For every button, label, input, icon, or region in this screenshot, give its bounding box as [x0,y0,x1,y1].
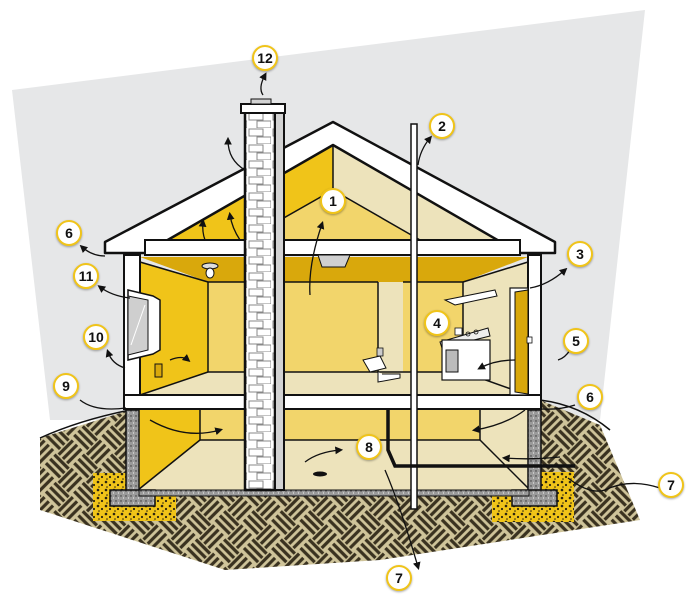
callout-5: 5 [563,328,589,354]
range-hood [443,289,498,306]
electrical-outlet [154,363,163,378]
callout-10: 10 [83,324,109,350]
right-foundation-wall [527,409,542,496]
main-floor [140,372,528,395]
floor-joist [123,394,542,410]
basement-left-wall [138,410,200,490]
basement-floor [138,440,530,490]
callout-4: 4 [424,310,450,336]
window [127,289,161,361]
chimney [240,98,286,492]
callout-7-slab: 7 [386,565,412,591]
callout-6-sill: 6 [577,384,603,410]
ceiling-band [140,257,528,282]
exterior-door [509,287,533,396]
callout-1: 1 [320,188,346,214]
kitchen-stove [439,327,491,381]
callout-12: 12 [252,45,278,71]
attic-floor-joist [144,239,521,256]
callout-3: 3 [567,241,593,267]
callout-7-footing: 7 [658,472,684,498]
ceiling-light-fixture [201,262,219,279]
main-floor-back-wall [208,282,378,372]
basement-slab [138,489,530,497]
callout-9: 9 [53,373,79,399]
air-leakage-arrows [79,72,568,570]
left-foundation-wall [125,409,140,496]
basement-duct [386,410,575,468]
callout-2: 2 [429,113,455,139]
callout-11: 11 [73,263,99,289]
attic-front [245,190,420,240]
right-exterior-wall [527,254,542,396]
attic-hatch [317,254,351,268]
floor-drain [313,471,327,477]
callout-6-eave: 6 [56,220,82,246]
bathroom-sink [362,347,401,383]
plumbing-vent-stack [410,123,418,510]
main-floor-left-wall [140,262,208,395]
callout-8: 8 [356,434,382,460]
